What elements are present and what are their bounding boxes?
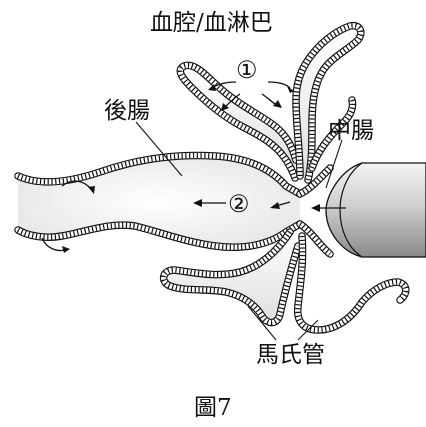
marker-2: ② — [228, 190, 250, 218]
hindgut-tube — [14, 151, 334, 258]
flow-arrows-2 — [193, 199, 346, 212]
flow-arrows-1 — [208, 81, 294, 111]
hemocoel-label: 血腔/血淋巴 — [150, 10, 273, 36]
midgut-label: 中腸 — [328, 118, 374, 144]
hindgut-exit-arrows — [41, 180, 95, 253]
malpighian-tubules-lower — [159, 228, 410, 334]
midgut-cylinder — [325, 162, 426, 258]
marker-1: ① — [236, 56, 258, 84]
figure-caption: 圖7 — [194, 395, 232, 421]
leader-lines — [135, 121, 343, 341]
malpighian-tubules-label: 馬氏管 — [256, 342, 325, 368]
malpighian-tubules-upper — [176, 21, 365, 184]
hindgut-label: 後腸 — [104, 98, 150, 124]
